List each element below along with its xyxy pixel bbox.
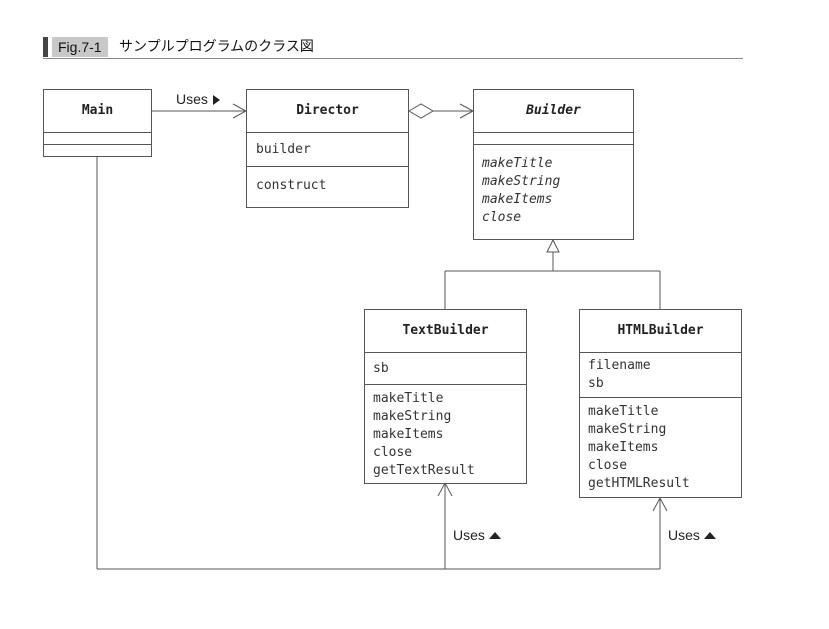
class-htmlbuilder: HTMLBuilder filename sb makeTitle makeSt…: [579, 309, 742, 498]
class-builder-methods: makeTitle makeString makeItems close: [474, 144, 633, 239]
field-filename: filename: [588, 358, 651, 373]
class-builder-fields: [474, 132, 633, 144]
class-textbuilder-name: TextBuilder: [402, 323, 489, 338]
method-close: close: [588, 458, 628, 473]
figure-marker-bar: [43, 37, 48, 57]
uses-up-triangle-text: [489, 532, 501, 539]
class-director: Director builder construct: [246, 89, 409, 208]
class-main-methods: [44, 144, 151, 156]
class-htmlbuilder-fields: filename sb: [580, 352, 741, 397]
class-director-methods: construct: [247, 166, 408, 207]
method-makestring: makeString: [588, 422, 667, 437]
class-htmlbuilder-methods: makeTitle makeString makeItems close get…: [580, 397, 741, 497]
uses-label-textbuilder: Uses: [453, 527, 485, 543]
field-builder: builder: [256, 142, 311, 157]
method-makeitems: makeItems: [482, 192, 553, 207]
class-director-fields: builder: [247, 132, 408, 166]
class-htmlbuilder-name: HTMLBuilder: [617, 323, 704, 338]
uses-up-triangle-html: [704, 532, 716, 539]
figure-title: サンプルプログラムのクラス図: [119, 39, 314, 55]
method-maketitle: makeTitle: [588, 404, 659, 419]
aggregation-diamond: [408, 103, 434, 119]
method-gettextresult: getTextResult: [373, 463, 475, 478]
class-builder: Builder makeTitle makeString makeItems c…: [473, 89, 634, 240]
class-textbuilder-fields: sb: [365, 352, 526, 384]
method-makeitems: makeItems: [588, 440, 659, 455]
inheritance-triangle: [546, 238, 560, 253]
method-makeitems: makeItems: [373, 427, 444, 442]
class-builder-name: Builder: [526, 103, 581, 118]
method-maketitle: makeTitle: [482, 156, 553, 171]
field-sb: sb: [588, 376, 604, 391]
method-construct: construct: [256, 178, 327, 193]
uses-label-director: Uses: [176, 91, 208, 107]
uses-label-htmlbuilder: Uses: [668, 527, 700, 543]
class-main-fields: [44, 132, 151, 144]
uses-right-triangle: [213, 95, 220, 105]
htmlbuilder-arrowhead: [652, 496, 668, 512]
method-close: close: [373, 445, 413, 460]
method-maketitle: makeTitle: [373, 391, 444, 406]
figure-header-rule: [43, 58, 743, 59]
method-makestring: makeString: [482, 174, 561, 189]
class-director-name: Director: [296, 103, 359, 118]
figure-label: Fig.7-1: [52, 37, 108, 57]
class-textbuilder: TextBuilder sb makeTitle makeString make…: [364, 309, 527, 484]
class-main: Main: [43, 89, 152, 157]
class-main-name: Main: [81, 103, 114, 118]
method-makestring: makeString: [373, 409, 452, 424]
method-gethtmlresult: getHTMLResult: [588, 476, 690, 491]
method-close: close: [482, 210, 522, 225]
figure-header: Fig.7-1 サンプルプログラムのクラス図: [43, 36, 743, 59]
field-sb: sb: [373, 361, 389, 376]
class-textbuilder-methods: makeTitle makeString makeItems close get…: [365, 384, 526, 483]
